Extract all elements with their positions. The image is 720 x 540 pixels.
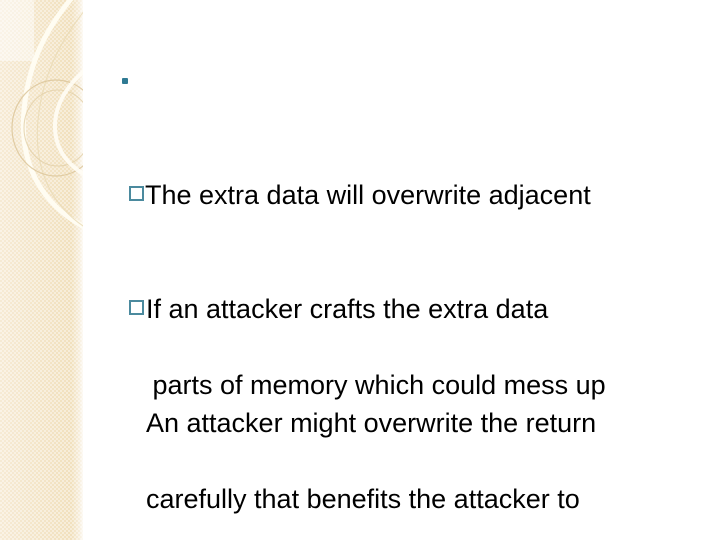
hollow-square-bullet-icon: [129, 186, 144, 201]
sidebar-arc-decoration: [0, 0, 83, 540]
bullet-text-line: parts of memory which could mess up: [145, 370, 606, 400]
sidebar-white-arc-inner: [52, 69, 83, 176]
bullet-line: If an attacker crafts the extra data: [83, 176, 720, 404]
bullet-item-1: The extra data will overwrite adjacent p…: [83, 62, 720, 540]
bullet-item-2: If an attacker crafts the extra data car…: [83, 176, 720, 540]
bullet-line: pointer in a stack, causing the: [83, 518, 720, 540]
sidebar-white-arc-outer: [20, 0, 83, 230]
bullet-line: parts of memory which could mess up: [83, 290, 720, 480]
slide-content: The extra data will overwrite adjacent p…: [83, 0, 720, 540]
sidebar-ring-outer: [11, 79, 83, 177]
sidebar-frame: [0, 0, 83, 540]
bullet-line: carefully that benefits the attacker to: [83, 404, 720, 540]
bullet-line: An attacker might overwrite the return: [83, 290, 720, 518]
sidebar-light-panel: [0, 0, 34, 61]
bullet-line: The extra data will overwrite adjacent: [83, 62, 720, 290]
hollow-square-bullet-icon: [129, 300, 144, 315]
sidebar-tan-arc-outer: [36, 11, 83, 227]
filled-square-bullet-icon: [122, 78, 128, 84]
sidebar-ring-inner: [23, 89, 83, 167]
decorative-sidebar: [0, 0, 83, 540]
bullet-text-line: If an attacker crafts the extra data: [146, 294, 549, 324]
bullet-text-line: carefully that benefits the attacker to: [146, 484, 580, 514]
bullet-text-line: An attacker might overwrite the return: [146, 408, 597, 438]
bullet-item-3: An attacker might overwrite the return p…: [83, 290, 720, 540]
bullet-text-line: The extra data will overwrite adjacent: [145, 180, 591, 210]
